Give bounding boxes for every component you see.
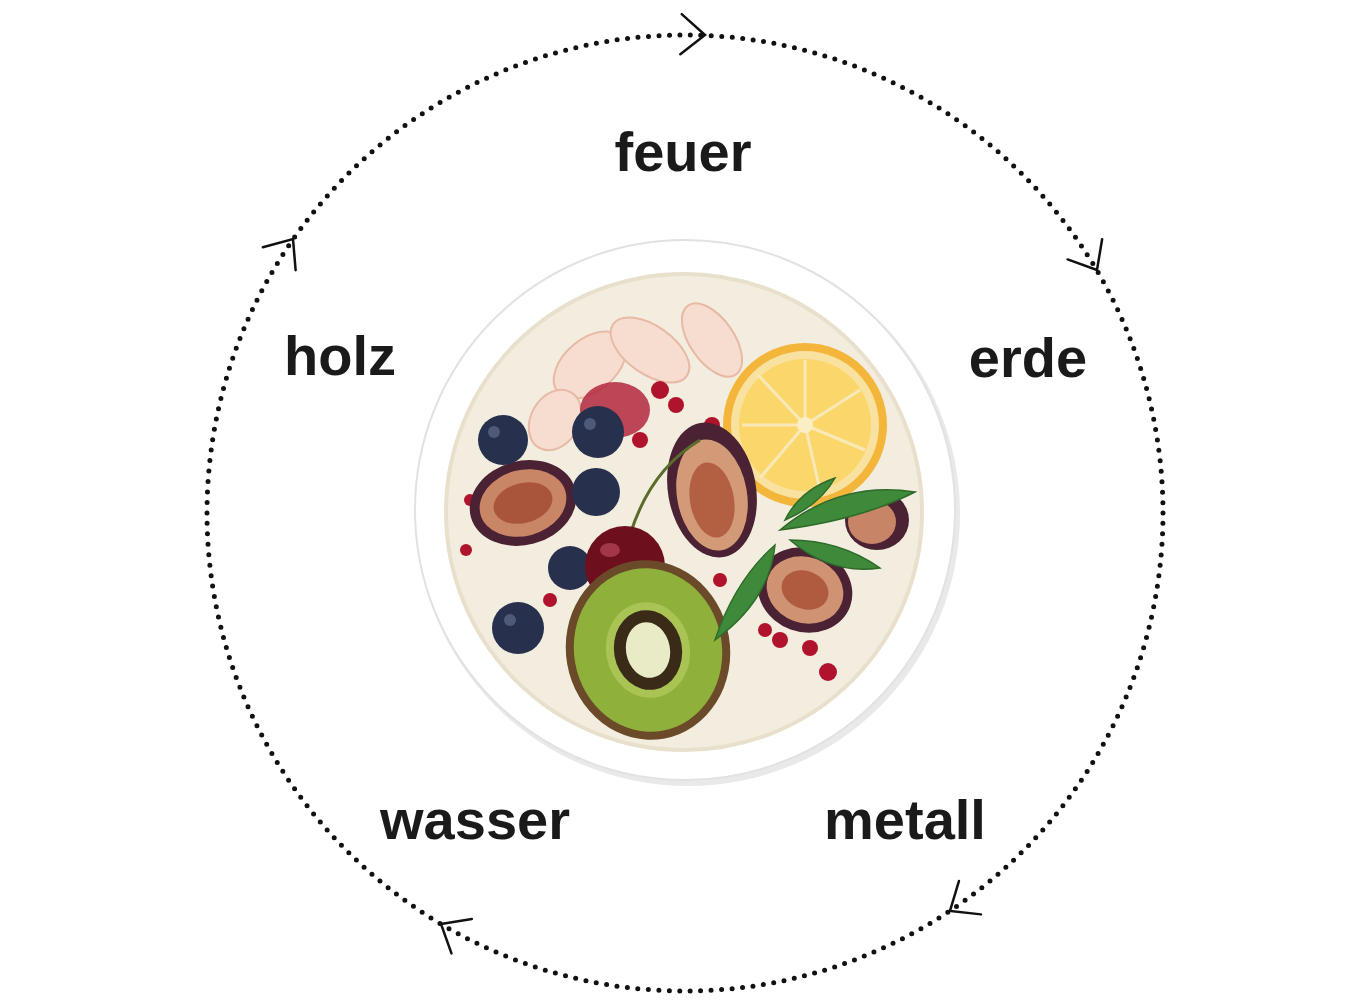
dotted-cycle <box>207 35 1163 991</box>
cycle-arrowheads <box>263 14 1114 953</box>
element-label: holz <box>284 325 396 387</box>
element-label: metall <box>824 789 986 851</box>
element-label: feuer <box>615 121 752 183</box>
element-label: wasser <box>380 789 570 851</box>
fruit-bowl <box>415 240 960 786</box>
element-label: erde <box>969 327 1087 389</box>
